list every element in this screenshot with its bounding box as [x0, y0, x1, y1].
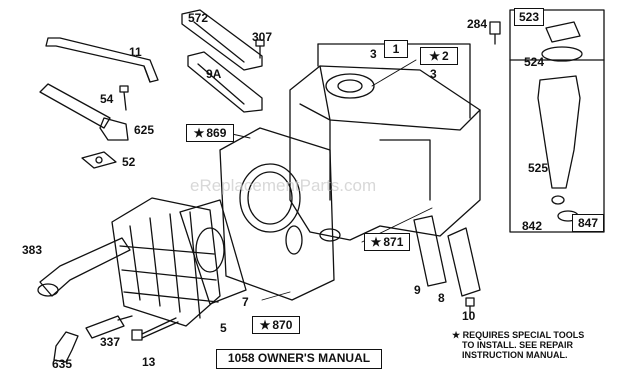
- breather-gasket-drawing: [181, 9, 263, 113]
- part-label-307: 307: [252, 30, 273, 44]
- part-label-383: 383: [22, 243, 43, 257]
- spark-plug-boot-drawing: [53, 331, 79, 363]
- fitting-284-drawing: [489, 21, 501, 45]
- part-label-9: 9: [414, 283, 421, 297]
- star-icon: ★: [193, 126, 205, 140]
- screw-307-drawing: [255, 39, 265, 59]
- part-label-13: 13: [142, 355, 156, 369]
- part-box-847: 847: [572, 214, 604, 232]
- bolt-13-drawing: [131, 317, 179, 341]
- part-label-3a: 3: [370, 47, 377, 61]
- part-label-10: 10: [462, 309, 476, 323]
- watermark: eReplacementParts.com: [190, 176, 377, 195]
- exhaust-part-383-drawing: [37, 237, 131, 297]
- cylinder-head-drawing: [111, 197, 221, 327]
- star-icon: ★: [429, 49, 441, 63]
- part-number: 870: [272, 318, 293, 332]
- part-label-52: 52: [122, 155, 136, 169]
- part-label-337: 337: [100, 335, 121, 349]
- part-label-625: 625: [134, 123, 155, 137]
- breather-tube-drawing: [45, 37, 159, 83]
- dipstick-assembly-drawing: [537, 21, 583, 205]
- part-label-635: 635: [52, 357, 73, 371]
- part-number: 869: [206, 126, 227, 140]
- valve-cover-parts-drawing: [413, 215, 481, 319]
- part-label-524: 524: [524, 55, 545, 69]
- cylinder-block-drawing: [289, 65, 481, 242]
- part-box-523: 523: [514, 8, 544, 26]
- part-label-525: 525: [528, 161, 549, 175]
- spark-plug-drawing: [85, 315, 133, 339]
- part-label-11: 11: [129, 45, 142, 59]
- small-gasket-drawing: [81, 151, 117, 169]
- star-icon: ★: [370, 235, 382, 249]
- part-label-5: 5: [220, 321, 227, 335]
- part-label-9a: 9A: [206, 67, 222, 81]
- callout-brackets: [317, 9, 605, 233]
- star-icon: ★: [259, 318, 271, 332]
- note-line-2: TO INSTALL. SEE REPAIR: [462, 340, 574, 350]
- head-gasket-drawing: [179, 199, 247, 305]
- note-line-1: ★ REQUIRES SPECIAL TOOLS: [452, 330, 585, 340]
- part-label-8: 8: [438, 291, 445, 305]
- part-box-star-871: ★871: [364, 233, 410, 251]
- part-number: 2: [442, 49, 449, 63]
- part-box-star-869: ★869: [186, 124, 234, 142]
- part-label-572: 572: [188, 11, 209, 25]
- note-line-3: INSTRUCTION MANUAL.: [462, 350, 568, 360]
- cylinder-barrel-drawing: [219, 127, 335, 301]
- part-label-54: 54: [100, 92, 114, 106]
- part-box-star-2: ★2: [420, 47, 458, 65]
- part-label-3b: 3: [430, 67, 437, 81]
- owners-manual-box: 1058 OWNER'S MANUAL: [216, 349, 382, 369]
- dipstick-tube-drawing: [39, 83, 129, 141]
- part-label-7: 7: [242, 295, 249, 309]
- part-box-star-870: ★870: [252, 316, 300, 334]
- special-tools-note: ★ REQUIRES SPECIAL TOOLS TO INSTALL. SEE…: [452, 330, 584, 360]
- part-label-842: 842: [522, 219, 543, 233]
- part-number: 871: [383, 235, 404, 249]
- part-label-284: 284: [467, 17, 488, 31]
- part-box-1: 1: [384, 40, 408, 58]
